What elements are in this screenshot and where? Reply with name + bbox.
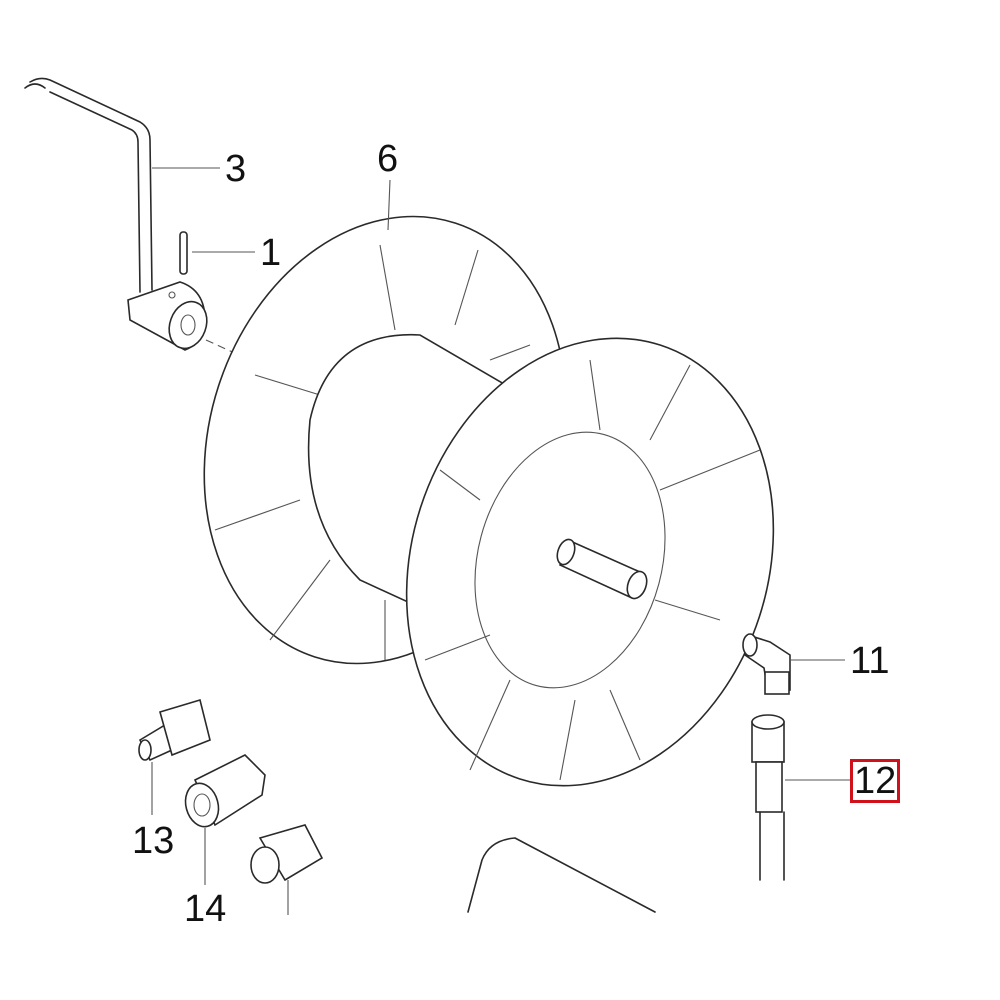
callout-12-highlighted: 12 [849, 759, 901, 803]
callout-11: 11 [850, 640, 890, 682]
callout-13: 13 [132, 820, 175, 862]
callout-14: 14 [184, 888, 227, 930]
callout-3: 3 [225, 148, 247, 190]
callout-1: 1 [260, 232, 282, 274]
pin-part [179, 231, 188, 275]
nipple-part [138, 698, 211, 762]
leader-lines [151, 167, 850, 885]
hose-reel [203, 215, 775, 787]
hose-part [751, 714, 785, 881]
elbow-fitting [742, 633, 791, 695]
frame-part [467, 837, 656, 913]
callout-6: 6 [377, 138, 399, 180]
crank-handle [24, 77, 251, 361]
threaded-fitting [250, 824, 324, 915]
coupling-part [184, 754, 266, 828]
